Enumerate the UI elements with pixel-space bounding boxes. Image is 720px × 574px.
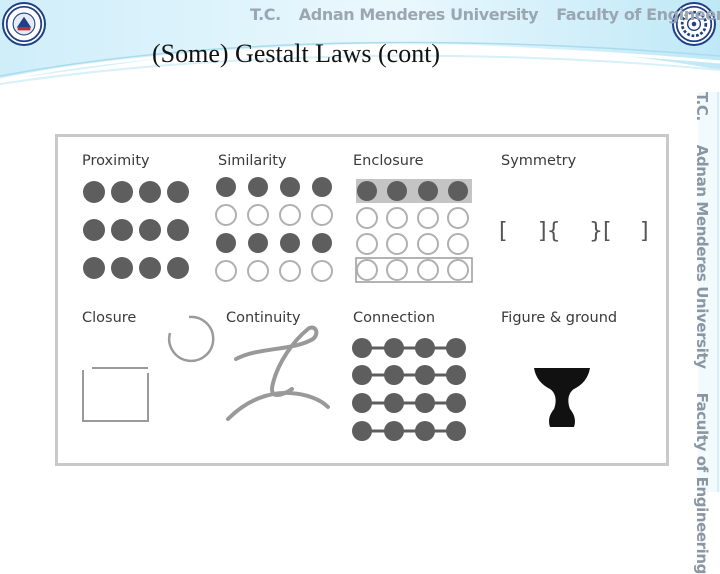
connection-dot: [352, 421, 372, 441]
proximity-dot: [167, 219, 189, 241]
proximity-dot: [83, 181, 105, 203]
proximity-dot: [139, 181, 161, 203]
label-symmetry: Symmetry: [501, 153, 577, 169]
connection-dot: [446, 338, 466, 358]
proximity-dot: [111, 181, 133, 203]
university-logo-right: [672, 2, 716, 46]
label-closure: Closure: [82, 310, 137, 326]
header-line: T.C. Adnan Menderes University Faculty o…: [250, 5, 720, 27]
enclosure-dot: [417, 233, 439, 255]
similarity-dot: [311, 204, 333, 226]
enclosure-dot: [356, 259, 378, 281]
closure-arc: [168, 315, 215, 363]
similarity-dot: [248, 233, 268, 253]
connection-dot: [415, 421, 435, 441]
similarity-dot: [279, 204, 301, 226]
connection-dot: [384, 421, 404, 441]
connection-dot: [415, 365, 435, 385]
enclosure-dot: [448, 181, 468, 201]
enclosure-dot: [447, 259, 469, 281]
proximity-dot: [83, 219, 105, 241]
similarity-dot: [312, 233, 332, 253]
enclosure-dot: [417, 259, 439, 281]
enclosure-dot: [356, 233, 378, 255]
connection-dot: [384, 365, 404, 385]
university-logo-left: [2, 2, 46, 46]
symmetry-glyph-3: }[: [589, 219, 612, 244]
continuity-curve-2: [226, 390, 330, 421]
similarity-dot: [280, 233, 300, 253]
proximity-dot: [167, 257, 189, 279]
connection-dot: [446, 393, 466, 413]
connection-dot: [352, 393, 372, 413]
enclosure-dot: [386, 233, 408, 255]
side-institution: T.C.: [693, 92, 711, 121]
side-header-text: T.C. Adnan Menderes University Faculty o…: [691, 92, 711, 574]
connection-dot: [446, 421, 466, 441]
connection-dot: [384, 393, 404, 413]
side-university: Adnan Menderes University: [693, 144, 711, 369]
similarity-dot: [280, 177, 300, 197]
enclosure-dot: [386, 207, 408, 229]
similarity-dot: [215, 260, 237, 282]
label-similarity: Similarity: [218, 153, 287, 169]
side-banner: [698, 92, 720, 492]
proximity-dot: [83, 257, 105, 279]
header-banner: [0, 0, 720, 95]
label-continuity: Continuity: [226, 310, 301, 326]
proximity-dot: [111, 257, 133, 279]
vase-silhouette: [534, 368, 590, 427]
enclosure-dot: [447, 207, 469, 229]
enclosure-dot: [417, 207, 439, 229]
enclosure-dot: [386, 259, 408, 281]
similarity-dot: [279, 260, 301, 282]
enclosure-dot: [418, 181, 438, 201]
symmetry-glyph-4: ]: [640, 219, 649, 244]
label-enclosure: Enclosure: [353, 153, 424, 169]
enclosure-dot: [357, 181, 377, 201]
connection-dot: [415, 393, 435, 413]
enclosure-dot: [447, 233, 469, 255]
similarity-dot: [311, 260, 333, 282]
similarity-dot: [312, 177, 332, 197]
proximity-dot: [111, 219, 133, 241]
similarity-dot: [216, 177, 236, 197]
symmetry-glyph-1: [: [499, 219, 508, 244]
slide-title: (Some) Gestalt Laws (cont): [152, 39, 441, 68]
header-university: Adnan Menderes University: [298, 5, 539, 24]
connection-dot: [352, 365, 372, 385]
symmetry-glyph-2: ]{: [538, 219, 561, 244]
connection-dot: [446, 365, 466, 385]
proximity-dot: [139, 219, 161, 241]
proximity-dot: [167, 181, 189, 203]
gestalt-illustrations: [82, 177, 590, 441]
enclosure-dot: [387, 181, 407, 201]
similarity-dot: [247, 204, 269, 226]
header-institution: T.C.: [250, 5, 281, 24]
proximity-dot: [139, 257, 161, 279]
similarity-dot: [248, 177, 268, 197]
label-proximity: Proximity: [82, 153, 150, 169]
gestalt-figure: Proximity Similarity Enclosure Symmetry …: [55, 134, 669, 466]
header-faculty: Faculty of Engineering: [556, 5, 720, 24]
connection-dot: [352, 338, 372, 358]
connection-dot: [384, 338, 404, 358]
enclosure-dot: [356, 207, 378, 229]
label-figure-ground: Figure & ground: [501, 310, 618, 326]
similarity-dot: [215, 204, 237, 226]
label-connection: Connection: [353, 310, 436, 326]
continuity-curve-1: [234, 325, 319, 397]
closure-rect-left: [82, 370, 149, 422]
similarity-dot: [216, 233, 236, 253]
similarity-dot: [247, 260, 269, 282]
side-faculty: Faculty of Engineering: [693, 392, 711, 574]
connection-dot: [415, 338, 435, 358]
